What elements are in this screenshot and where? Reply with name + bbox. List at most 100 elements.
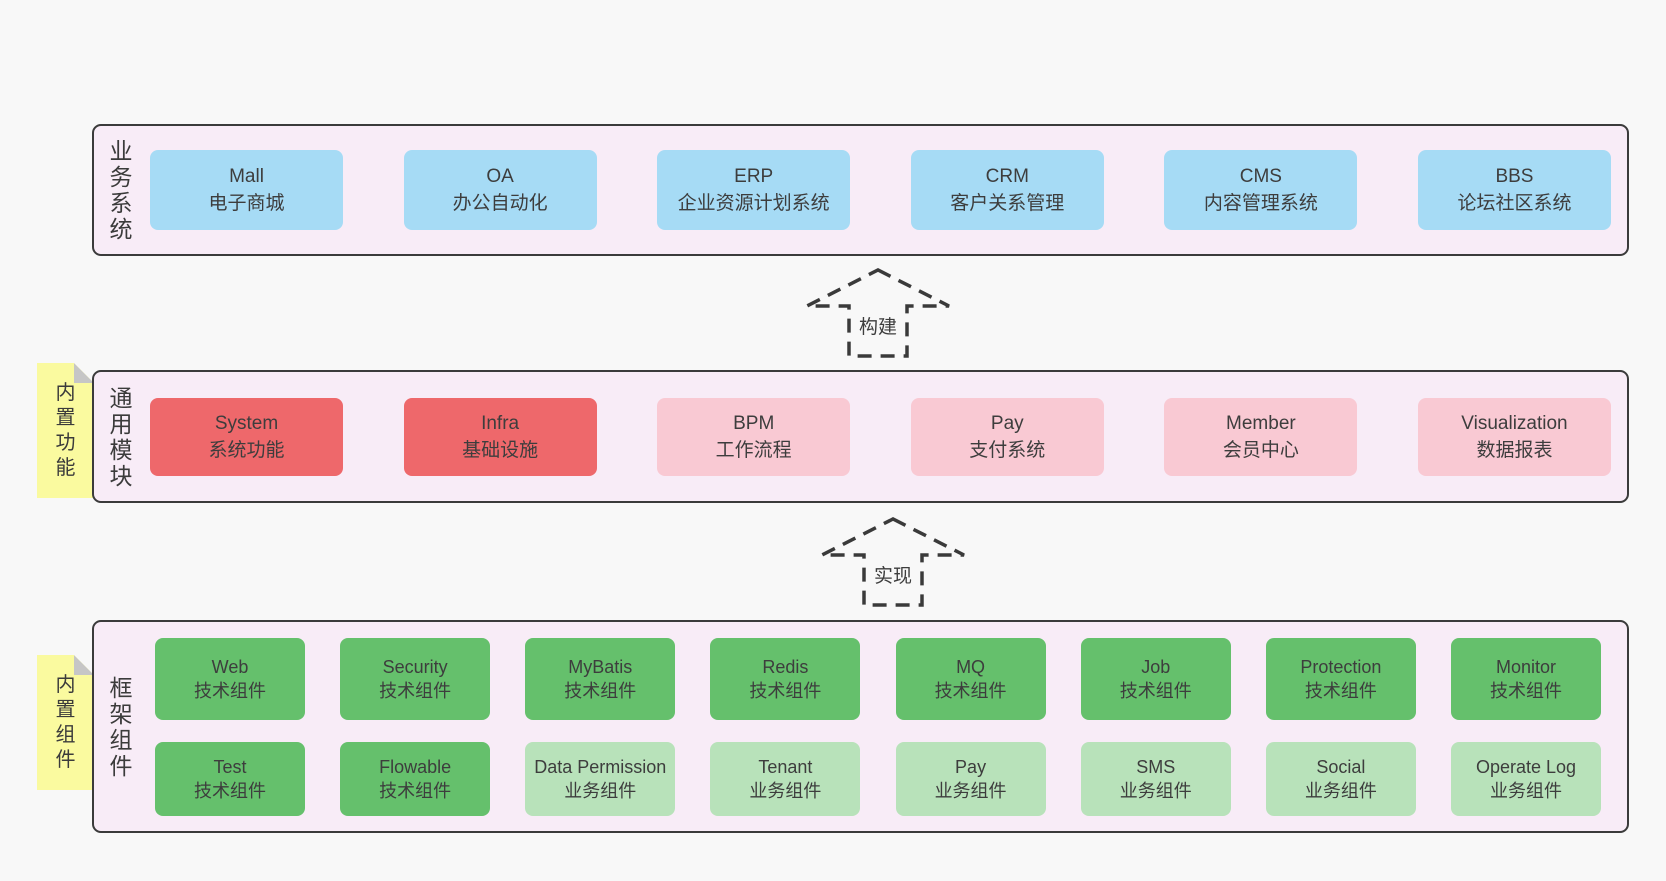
box-flowable: Flowable 技术组件: [340, 741, 491, 816]
common-modules-row: System 系统功能 Infra 基础设施 BPM 工作流程 Pay 支付系统…: [150, 372, 1611, 501]
box-name: Infra: [481, 412, 520, 434]
box-bbs: BBS 论坛社区系统: [1417, 150, 1611, 230]
box-name: CRM: [985, 166, 1029, 187]
box-redis: Redis 技术组件: [710, 637, 861, 720]
box-subtitle: 数据报表: [1476, 439, 1553, 461]
box-system: System 系统功能: [150, 397, 343, 476]
box-subtitle: 业务组件: [564, 780, 637, 801]
box-subtitle: 技术组件: [1489, 680, 1562, 701]
box-subtitle: 业务组件: [934, 780, 1007, 801]
box-monitor: Monitor 技术组件: [1450, 637, 1601, 720]
implement-arrow-label: 实现: [872, 561, 914, 588]
business-systems-label: 业务系统: [109, 138, 133, 242]
sticky-fold-corner: [74, 655, 94, 675]
box-subtitle: 业务组件: [1304, 780, 1377, 801]
box-subtitle: 内容管理系统: [1203, 193, 1318, 214]
box-cms: CMS 内容管理系统: [1164, 150, 1358, 230]
box-subtitle: 业务组件: [1489, 780, 1562, 801]
business-systems-row: Mall 电子商城 OA 办公自动化 ERP 企业资源计划系统 CRM 客户关系…: [150, 126, 1611, 254]
box-member: Member 会员中心: [1164, 397, 1358, 476]
box-name: Social: [1316, 756, 1366, 777]
box-name: Monitor: [1495, 656, 1556, 677]
box-social: Social 业务组件: [1265, 741, 1416, 816]
framework-components-label: 框架组件: [109, 674, 133, 779]
box-test: Test 技术组件: [155, 741, 305, 816]
box-subtitle: 技术组件: [1119, 680, 1192, 701]
box-subtitle: 企业资源计划系统: [677, 193, 830, 214]
sticky-text: 内置组件: [55, 673, 76, 771]
box-name: CMS: [1239, 166, 1282, 187]
sticky-text: 内置功能: [55, 381, 76, 479]
box-subtitle: 技术组件: [194, 780, 266, 801]
box-name: Web: [211, 656, 249, 677]
box-name: System: [214, 412, 279, 434]
box-tenant: Tenant 业务组件: [710, 741, 861, 816]
box-mybatis: MyBatis 技术组件: [525, 637, 676, 720]
box-name: SMS: [1136, 756, 1176, 777]
box-web: Web 技术组件: [155, 637, 305, 720]
box-protection: Protection 技术组件: [1265, 637, 1416, 720]
box-name: Redis: [762, 656, 809, 677]
box-name: Member: [1226, 412, 1296, 434]
box-subtitle: 技术组件: [194, 680, 266, 701]
box-operate-log: Operate Log 业务组件: [1450, 741, 1601, 816]
box-subtitle: 办公自动化: [452, 193, 548, 214]
box-pay-component: Pay 业务组件: [895, 741, 1046, 816]
box-mq: MQ 技术组件: [895, 637, 1046, 720]
components-row-2: Test 技术组件 Flowable 技术组件 Data Permission …: [155, 741, 1601, 816]
box-erp: ERP 企业资源计划系统: [657, 150, 851, 230]
box-mall: Mall 电子商城: [150, 150, 343, 230]
box-subtitle: 业务组件: [1119, 780, 1192, 801]
box-name: OA: [486, 166, 514, 187]
box-pay-system: Pay 支付系统: [910, 397, 1104, 476]
box-name: Mall: [229, 166, 264, 187]
box-security: Security 技术组件: [340, 637, 491, 720]
box-visualization: Visualization 数据报表: [1417, 397, 1611, 476]
box-name: BPM: [733, 412, 775, 434]
common-modules-label: 通用模块: [109, 384, 133, 489]
build-arrow-label: 构建: [857, 312, 899, 339]
framework-components-grid: Web 技术组件 Security 技术组件 MyBatis 技术组件 Redi…: [155, 622, 1601, 831]
box-name: Pay: [990, 412, 1024, 434]
box-subtitle: 电子商城: [208, 193, 285, 214]
business-systems-layer: 业务系统 Mall 电子商城 OA 办公自动化 ERP 企业资源计划系统 CRM…: [92, 124, 1629, 256]
box-name: Data Permission: [534, 756, 667, 777]
box-name: Flowable: [379, 756, 452, 777]
box-name: Tenant: [758, 756, 813, 777]
box-name: ERP: [734, 166, 774, 187]
box-subtitle: 基础设施: [462, 439, 539, 461]
box-subtitle: 系统功能: [208, 439, 285, 461]
components-row-1: Web 技术组件 Security 技术组件 MyBatis 技术组件 Redi…: [155, 637, 1601, 720]
box-name: Protection: [1300, 656, 1382, 677]
box-subtitle: 会员中心: [1222, 439, 1299, 461]
box-subtitle: 论坛社区系统: [1457, 193, 1572, 214]
box-oa: OA 办公自动化: [403, 150, 597, 230]
box-subtitle: 技术组件: [379, 780, 452, 801]
box-name: Test: [213, 756, 247, 777]
box-crm: CRM 客户关系管理: [910, 150, 1104, 230]
box-name: MQ: [956, 656, 986, 677]
box-subtitle: 技术组件: [379, 680, 452, 701]
box-subtitle: 技术组件: [934, 680, 1007, 701]
framework-components-layer: 框架组件 Web 技术组件 Security 技术组件 MyBatis 技术组件…: [92, 620, 1629, 833]
box-subtitle: 工作流程: [715, 439, 792, 461]
box-subtitle: 技术组件: [749, 680, 822, 701]
implement-arrow: 实现: [818, 515, 968, 609]
box-subtitle: 业务组件: [749, 780, 822, 801]
box-name: Security: [382, 656, 448, 677]
box-bpm: BPM 工作流程: [657, 397, 851, 476]
box-name: Operate Log: [1475, 756, 1577, 777]
box-job: Job 技术组件: [1080, 637, 1231, 720]
box-name: BBS: [1495, 166, 1534, 187]
box-subtitle: 技术组件: [1304, 680, 1377, 701]
sticky-built-in-components: 内置组件: [37, 655, 94, 790]
box-subtitle: 客户关系管理: [950, 193, 1065, 214]
box-data-permission: Data Permission 业务组件: [525, 741, 676, 816]
common-modules-layer: 通用模块 System 系统功能 Infra 基础设施 BPM 工作流程 Pay…: [92, 370, 1629, 503]
box-name: Job: [1141, 656, 1171, 677]
box-subtitle: 技术组件: [564, 680, 637, 701]
box-name: Visualization: [1461, 412, 1568, 434]
box-subtitle: 支付系统: [969, 439, 1046, 461]
box-sms: SMS 业务组件: [1080, 741, 1231, 816]
build-arrow: 构建: [803, 266, 953, 360]
